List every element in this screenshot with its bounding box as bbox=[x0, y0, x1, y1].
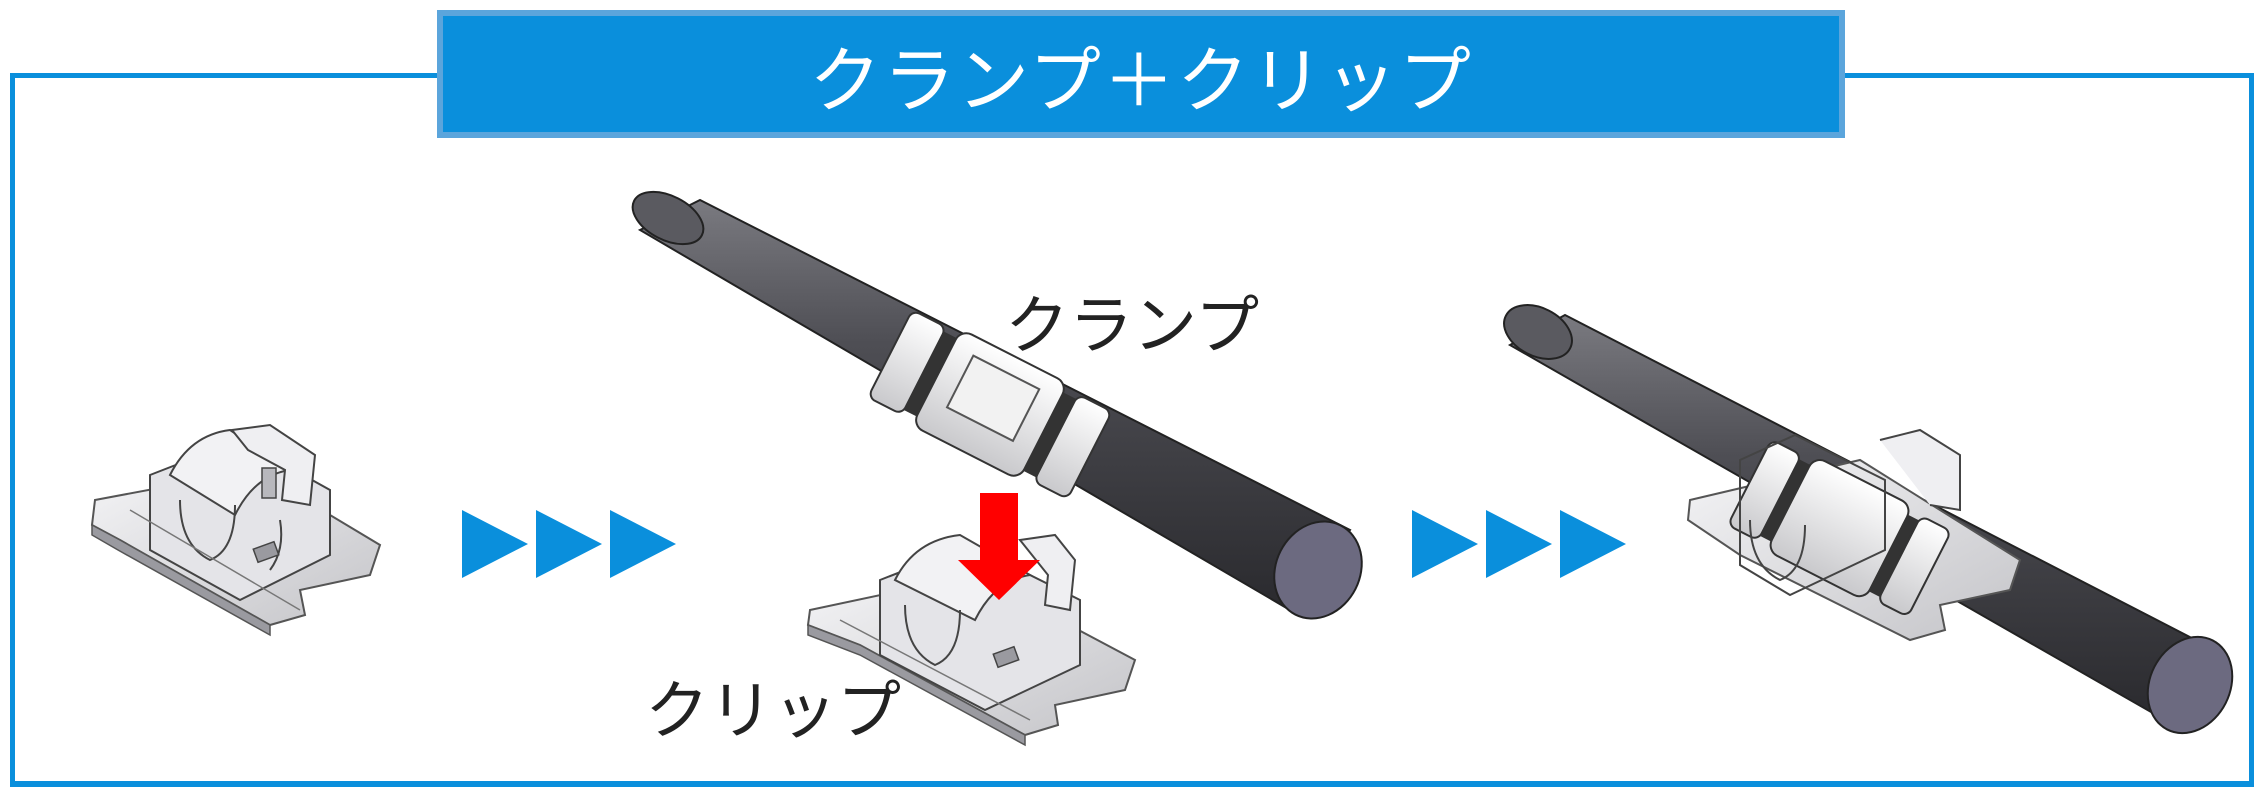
assembled-clip-and-clamp bbox=[1503, 304, 2234, 735]
cable-with-clamp bbox=[631, 190, 1363, 620]
clip-label: クリップ bbox=[645, 675, 901, 749]
down-arrow-icon bbox=[958, 493, 1040, 600]
title-banner: クランプ＋クリップ bbox=[437, 10, 1845, 138]
arrow-triangle-icon bbox=[462, 510, 676, 578]
arrow-triangle-icon bbox=[1412, 510, 1626, 578]
clamp-label: クランプ bbox=[1005, 290, 1260, 364]
clip-before-insert bbox=[806, 533, 1137, 747]
page-title: クランプ＋クリップ bbox=[809, 38, 1473, 123]
clip-standalone bbox=[90, 423, 382, 637]
